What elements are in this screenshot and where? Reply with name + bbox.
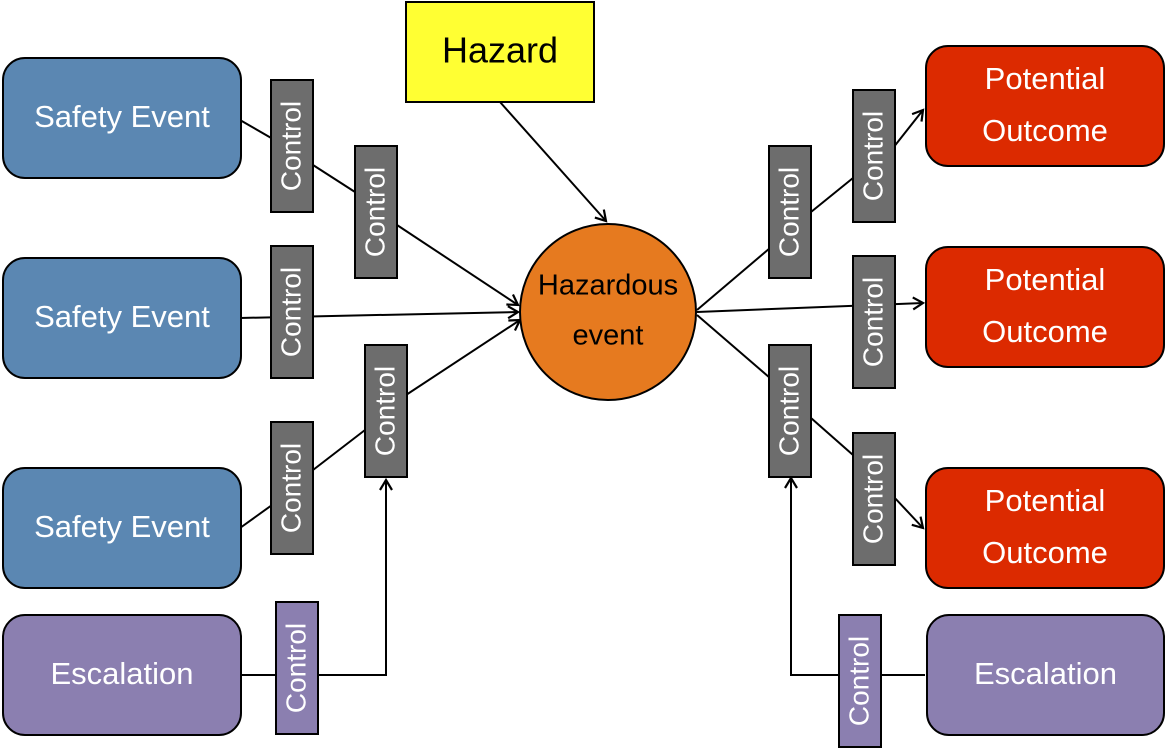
connector-line (239, 504, 273, 529)
threat-safety-event-shape (2, 467, 242, 589)
potential-outcome-box-shape (925, 45, 1165, 167)
control-barrier[interactable]: Control (768, 145, 812, 279)
potential-outcome-box-shape (925, 246, 1165, 368)
threat-safety-event-shape (2, 257, 242, 379)
threat-safety-event-shape (2, 57, 242, 179)
control-label: Control (275, 443, 306, 533)
control-label: Control (369, 366, 400, 456)
hazardous-event-node[interactable]: Hazardous event (519, 223, 697, 401)
control-label: Control (275, 101, 306, 191)
consequence-3-arrow (892, 495, 925, 530)
hazardous-event-shape (519, 223, 697, 401)
connector-line (810, 417, 854, 456)
control-label: Control (773, 167, 804, 257)
hazard-box[interactable]: Hazard (405, 1, 595, 103)
control-barrier-shape (768, 344, 812, 478)
potential-outcome-box-label: Outcome (982, 113, 1108, 148)
potential-outcome-box-label: Outcome (982, 535, 1108, 570)
threat-safety-event-label: Safety Event (34, 509, 210, 544)
control-barrier-shape (364, 344, 408, 478)
right-escalation-box-shape (926, 614, 1165, 736)
control-label: Control (843, 636, 874, 726)
potential-outcome-box-label: Outcome (982, 314, 1108, 349)
control-label: Control (280, 623, 311, 713)
connector-line (312, 429, 366, 471)
control-label: Control (857, 277, 888, 367)
control-barrier[interactable]: Control (275, 601, 319, 735)
control-label: Control (275, 267, 306, 357)
connector-line (810, 177, 854, 213)
control-barrier[interactable]: Control (270, 79, 314, 213)
control-barrier[interactable]: Control (270, 245, 314, 379)
control-barrier-shape (852, 432, 896, 566)
hazard-box-shape (405, 1, 595, 103)
left-escalation-box[interactable]: Escalation (2, 614, 242, 736)
control-barrier[interactable]: Control (354, 145, 398, 279)
connector-line (696, 247, 771, 311)
connector-line (312, 164, 356, 193)
control-barrier[interactable]: Control (852, 432, 896, 566)
control-barrier-shape (270, 245, 314, 379)
control-barrier-shape (275, 601, 319, 735)
threat-1-arrow (396, 224, 520, 307)
threat-safety-event[interactable]: Safety Event (2, 57, 242, 179)
control-label: Control (359, 167, 390, 257)
control-barrier-shape (838, 614, 882, 748)
hazardous-event-label: event (573, 320, 644, 352)
control-barrier-shape (354, 145, 398, 279)
consequence-1-arrow (892, 108, 925, 149)
threat-safety-event[interactable]: Safety Event (2, 467, 242, 589)
control-barrier-shape (852, 255, 896, 389)
threat-safety-event-label: Safety Event (34, 99, 210, 134)
right-escalation-box-label: Escalation (974, 656, 1117, 691)
threat-safety-event[interactable]: Safety Event (2, 257, 242, 379)
hazard-box-label: Hazard (442, 30, 558, 71)
connector-line (696, 314, 771, 379)
control-barrier[interactable]: Control (838, 614, 882, 748)
hazard-arrow (499, 101, 608, 223)
right-escalation-box[interactable]: Escalation (926, 614, 1165, 736)
control-label: Control (857, 454, 888, 544)
control-barrier[interactable]: Control (364, 344, 408, 478)
left-escalation-box-shape (2, 614, 242, 736)
control-barrier[interactable]: Control (270, 421, 314, 555)
left-escalation-box-label: Escalation (50, 656, 193, 691)
control-barrier[interactable]: Control (852, 255, 896, 389)
control-barrier-shape (852, 89, 896, 223)
potential-outcome-box-label: Potential (985, 262, 1106, 297)
threat-safety-event-label: Safety Event (34, 299, 210, 334)
control-label: Control (857, 111, 888, 201)
control-label: Control (773, 366, 804, 456)
control-barrier-shape (270, 421, 314, 555)
potential-outcome-box-label: Potential (985, 483, 1106, 518)
control-barrier[interactable]: Control (852, 89, 896, 223)
hazardous-event-label: Hazardous (538, 270, 678, 302)
potential-outcome-box-shape (925, 467, 1165, 589)
potential-outcome-box-label: Potential (985, 61, 1106, 96)
threat-3-arrow (405, 318, 522, 396)
control-barrier-shape (270, 79, 314, 213)
control-barrier[interactable]: Control (768, 344, 812, 478)
control-barrier-shape (768, 145, 812, 279)
